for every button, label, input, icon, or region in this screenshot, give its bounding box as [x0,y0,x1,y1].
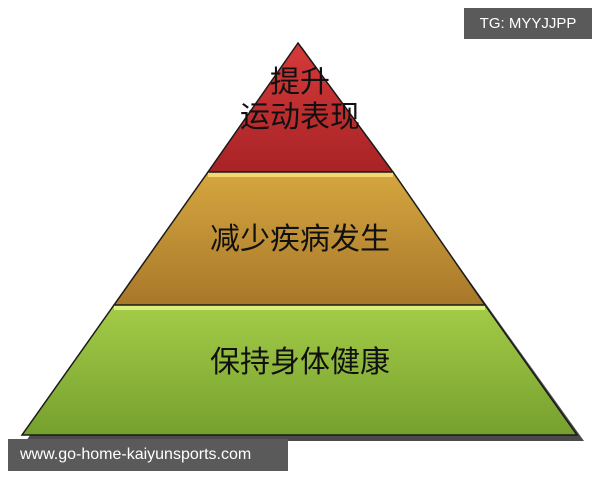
level-top-label-line2: 运动表现 [240,100,360,135]
level-top [206,41,395,173]
tg-watermark: TG: MYYJJPP [464,8,592,39]
url-watermark: www.go-home-kaiyunsports.com [8,439,288,471]
level-top-label-line1: 提升 [270,65,330,100]
level-bottom-label: 保持身体健康 [210,345,390,380]
level-middle-highlight [208,172,393,177]
level-middle-label: 减少疾病发生 [210,222,390,257]
level-bottom-highlight [114,305,485,310]
